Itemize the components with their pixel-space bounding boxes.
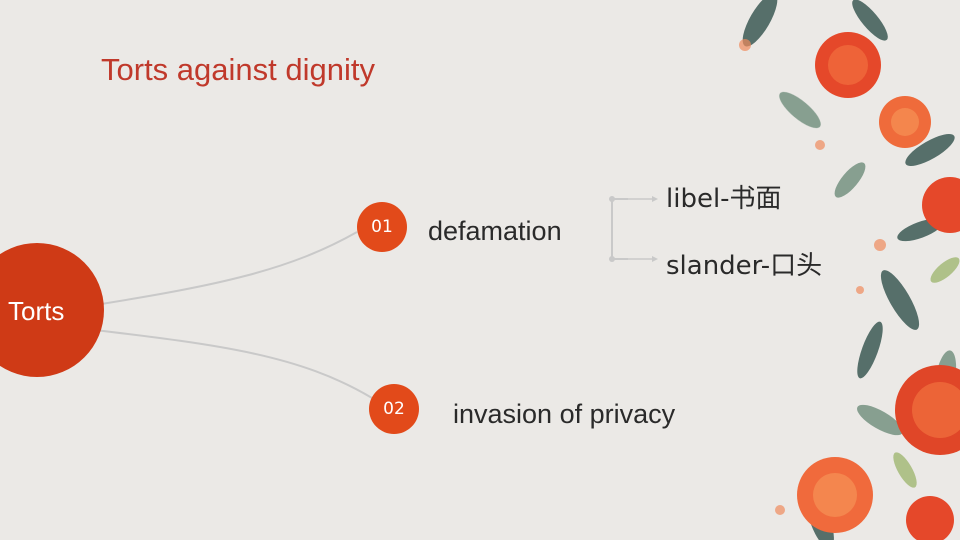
- page-title: Torts against dignity: [101, 52, 375, 87]
- arrowhead-slander: [652, 256, 658, 262]
- branch-label-invasion-of-privacy: invasion of privacy: [453, 399, 676, 429]
- bracket-dot-top: [609, 196, 615, 202]
- sub-branch-libel: libel-书面: [666, 184, 782, 214]
- connector-to-02: [94, 329, 373, 399]
- torts-hub-circle: [0, 243, 104, 377]
- branch-number-01: 01: [357, 202, 407, 252]
- sub-branch-slander: slander-口头: [666, 251, 823, 281]
- hub-label: Torts: [8, 296, 65, 326]
- arrowhead-libel: [652, 196, 658, 202]
- branch-label-defamation: defamation: [428, 216, 562, 246]
- connector-to-01: [94, 231, 358, 306]
- branch-number-02: 02: [369, 384, 419, 434]
- bracket-dot-bottom: [609, 256, 615, 262]
